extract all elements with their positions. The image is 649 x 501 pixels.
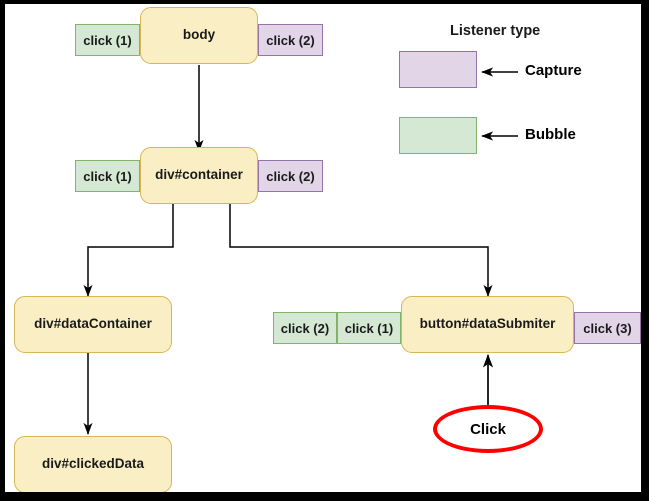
legend-swatch-bubble xyxy=(399,117,477,154)
listener-tag-label: click (3) xyxy=(583,320,632,336)
node-label: div#clickedData xyxy=(41,456,145,472)
listener-tag-container-bubble-click1[interactable]: click (1) xyxy=(75,160,140,192)
node-div-datacontainer[interactable]: div#dataContainer xyxy=(14,296,172,353)
legend-title: Listener type xyxy=(450,23,541,39)
listener-tag-label: click (2) xyxy=(266,168,315,184)
node-label: button#dataSubmiter xyxy=(419,316,556,332)
listener-tag-container-capture-click2[interactable]: click (2) xyxy=(258,160,323,192)
diagram-canvas: click (1) body click (2) click (1) div#c… xyxy=(5,4,641,492)
listener-tag-label: click (2) xyxy=(266,32,315,48)
legend-label-capture: Capture xyxy=(525,62,582,79)
legend-label-bubble: Bubble xyxy=(525,126,576,143)
listener-tag-body-bubble-click1[interactable]: click (1) xyxy=(75,24,140,56)
node-label: body xyxy=(182,27,216,43)
node-label: div#dataContainer xyxy=(34,316,152,332)
node-div-container[interactable]: div#container xyxy=(140,147,258,204)
listener-tag-label: click (1) xyxy=(83,168,132,184)
click-source-ellipse[interactable]: Click xyxy=(433,405,543,453)
listener-tag-label: click (2) xyxy=(280,320,330,336)
listener-tag-submiter-bubble-click1[interactable]: click (1) xyxy=(337,312,401,344)
legend-swatch-capture xyxy=(399,51,477,88)
node-label: div#container xyxy=(155,167,243,183)
listener-tag-label: click (1) xyxy=(83,32,132,48)
listener-tag-body-capture-click2[interactable]: click (2) xyxy=(258,24,323,56)
click-source-label: Click xyxy=(470,420,506,438)
listener-tag-label: click (1) xyxy=(344,320,394,336)
edge-container-to-datacontainer xyxy=(83,204,174,297)
listener-tag-submiter-bubble-click2[interactable]: click (2) xyxy=(273,312,337,344)
node-div-clickeddata[interactable]: div#clickedData xyxy=(14,436,172,492)
node-body[interactable]: body xyxy=(140,7,258,64)
node-button-datasubmiter[interactable]: button#dataSubmiter xyxy=(401,296,574,353)
edge-container-to-datasubmiter xyxy=(229,204,493,297)
listener-tag-submiter-capture-click3[interactable]: click (3) xyxy=(574,312,641,344)
